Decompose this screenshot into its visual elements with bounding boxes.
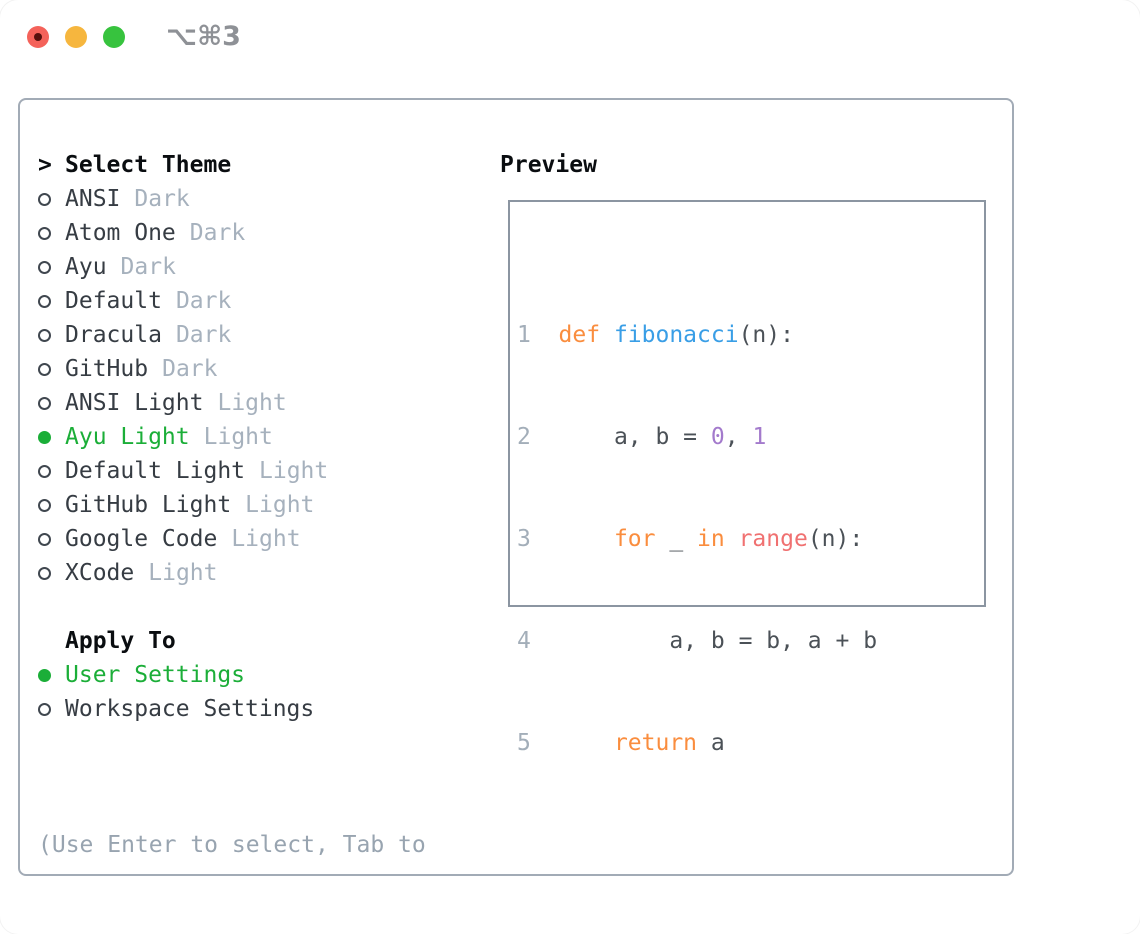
radio-unselected-icon xyxy=(38,260,51,274)
radio-unselected-icon xyxy=(38,464,51,478)
record-dot-icon xyxy=(34,33,42,41)
minimize-button[interactable] xyxy=(65,26,87,48)
radio-unselected-icon xyxy=(38,362,51,376)
maximize-button[interactable] xyxy=(103,26,125,48)
radio-unselected-icon xyxy=(38,396,51,410)
radio-unselected-icon xyxy=(38,328,51,342)
code-preview: 1 def fibonacci(n): 2 a, b = 0, 1 3 for … xyxy=(510,202,984,934)
blank-line xyxy=(517,828,984,862)
code-line: 1 def fibonacci(n): xyxy=(517,322,794,348)
apply-option-user-settings[interactable]: User Settings xyxy=(38,658,426,692)
code-line: 5 return a xyxy=(517,730,725,756)
window-title-shortcut: ⌥⌘3 xyxy=(166,21,241,52)
close-button[interactable] xyxy=(27,26,49,48)
radio-unselected-icon xyxy=(38,226,51,240)
keyboard-hint: (Use Enter to select, Tab to change focu… xyxy=(38,760,426,934)
code-line: 3 for _ in range(n): xyxy=(517,526,864,552)
titlebar: ⌥⌘3 xyxy=(0,0,1140,74)
line-number: 1 xyxy=(517,322,559,348)
line-number: 3 xyxy=(517,526,614,552)
line-number: 2 xyxy=(517,424,614,450)
radio-unselected-icon xyxy=(38,566,51,580)
radio-unselected-icon xyxy=(38,498,51,512)
radio-selected-icon xyxy=(38,430,51,444)
apply-to-header: Apply To xyxy=(65,628,176,654)
diff-context-line: 1 This is a context line. xyxy=(517,930,984,934)
radio-unselected-icon xyxy=(38,192,51,206)
cursor-icon: > xyxy=(38,152,52,178)
preview-header: Preview xyxy=(500,152,597,178)
apply-option-workspace-settings[interactable]: Workspace Settings xyxy=(38,692,426,726)
radio-selected-icon xyxy=(38,668,51,682)
radio-unselected-icon xyxy=(38,294,51,308)
radio-unselected-icon xyxy=(38,532,51,546)
page-title: Select Theme xyxy=(65,152,232,178)
hint-line-1: (Use Enter to select, Tab to xyxy=(38,832,426,858)
line-number: 4 xyxy=(517,628,670,654)
code-line: 2 a, b = 0, 1 xyxy=(517,424,767,450)
hint-line-2: change focus) xyxy=(38,930,426,934)
radio-unselected-icon xyxy=(38,702,51,716)
preview-pane: 1 def fibonacci(n): 2 a, b = 0, 1 3 for … xyxy=(508,200,986,756)
line-number: 5 xyxy=(517,730,614,756)
code-line: 4 a, b = b, a + b xyxy=(517,628,878,654)
select-theme-header: > Select Theme xyxy=(38,148,426,182)
